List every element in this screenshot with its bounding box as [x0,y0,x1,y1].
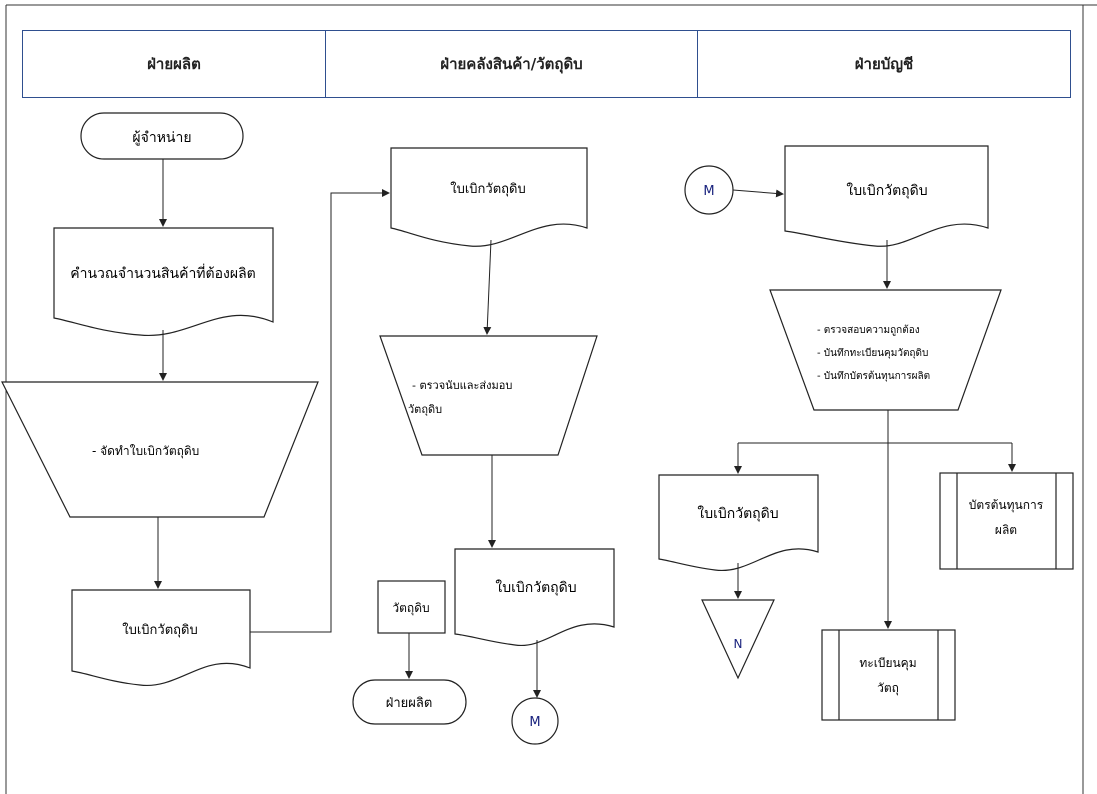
material-register-line1: ทะเบียนคุม [859,656,916,671]
material-register-process: ทะเบียนคุม วัตถุ [821,629,956,721]
cost-card-process: บัตรต้นทุนการ ผลิต [939,472,1074,570]
lane-title-warehouse: ฝ่ายคลังสินค้า/วัตถุดิบ [440,55,583,73]
arrow-connector-to-acc-doc [732,189,784,198]
lane-title-accounting: ฝ่ายบัญชี [854,55,914,73]
connector-m-warehouse: M [511,697,559,745]
manual-operation-warehouse-line2: วัตถุดิบ [408,403,442,416]
to-production-terminator-label: ฝ่ายผลิต [386,696,433,711]
file-marker-n-label: N [734,637,743,651]
requisition-document-accounting: ใบเบิกวัตถุดิบ [784,145,989,247]
requisition-document-accounting-out: ใบเบิกวัตถุดิบ [658,474,819,572]
lane-header-accounting: ฝ่ายบัญชี [697,30,1071,98]
requisition-document-warehouse: ใบเบิกวัตถุดิบ [390,147,588,247]
connector-line-production-to-warehouse [250,189,390,633]
connector-m-accounting: M [684,165,734,215]
material-box-label: วัตถุดิบ [392,601,429,616]
manual-operation-warehouse-line1: - ตรวจนับและส่งมอบ [412,379,512,392]
requisition-document-production: ใบเบิกวัตถุดิบ [71,589,251,686]
lane-header-production: ฝ่ายผลิต [22,30,326,98]
manual-operation-accounting: - ตรวจสอบความถูกต้อง - บันทึกทะเบียนคุมว… [769,289,1002,411]
calc-document: คำนวณจำนวนสินค้าที่ต้องผลิต [53,227,274,337]
file-marker-n: N [701,599,775,680]
lane-title-production: ฝ่ายผลิต [147,55,201,73]
cost-card-line1: บัตรต้นทุนการ [969,498,1044,513]
requisition-document-warehouse-label: ใบเบิกวัตถุดิบ [450,181,525,197]
manual-operation-accounting-line1: - ตรวจสอบความถูกต้อง [817,324,920,336]
to-production-terminator: ฝ่ายผลิต [352,679,467,725]
requisition-document-warehouse-out: ใบเบิกวัตถุดิบ [454,548,615,647]
start-terminator: ผู้จำหน่าย [80,112,244,160]
start-terminator-label: ผู้จำหน่าย [132,130,191,146]
connector-m-warehouse-label: M [529,715,540,730]
manual-operation-production: - จัดทำใบเบิกวัตถุดิบ [1,381,319,518]
arrow-wh-doc-to-op [483,239,492,335]
requisition-document-accounting-label: ใบเบิกวัตถุดิบ [846,182,927,199]
material-register-line2: วัตถุ [877,681,899,696]
manual-operation-production-label: - จัดทำใบเบิกวัตถุดิบ [92,444,199,459]
manual-operation-accounting-line2: - บันทึกทะเบียนคุมวัตถุดิบ [817,347,928,359]
calc-document-label: คำนวณจำนวนสินค้าที่ต้องผลิต [70,264,256,282]
requisition-document-production-label: ใบเบิกวัตถุดิบ [122,622,197,638]
requisition-document-warehouse-out-label: ใบเบิกวัตถุดิบ [495,579,576,596]
cost-card-line2: ผลิต [995,523,1017,537]
requisition-document-accounting-out-label: ใบเบิกวัตถุดิบ [697,505,778,522]
material-box: วัตถุดิบ [377,580,446,634]
connector-m-accounting-label: M [703,184,714,199]
manual-operation-accounting-line3: - บันทึกบัตรต้นทุนการผลิต [817,370,930,382]
manual-operation-warehouse: - ตรวจนับและส่งมอบ วัตถุดิบ [379,335,598,456]
